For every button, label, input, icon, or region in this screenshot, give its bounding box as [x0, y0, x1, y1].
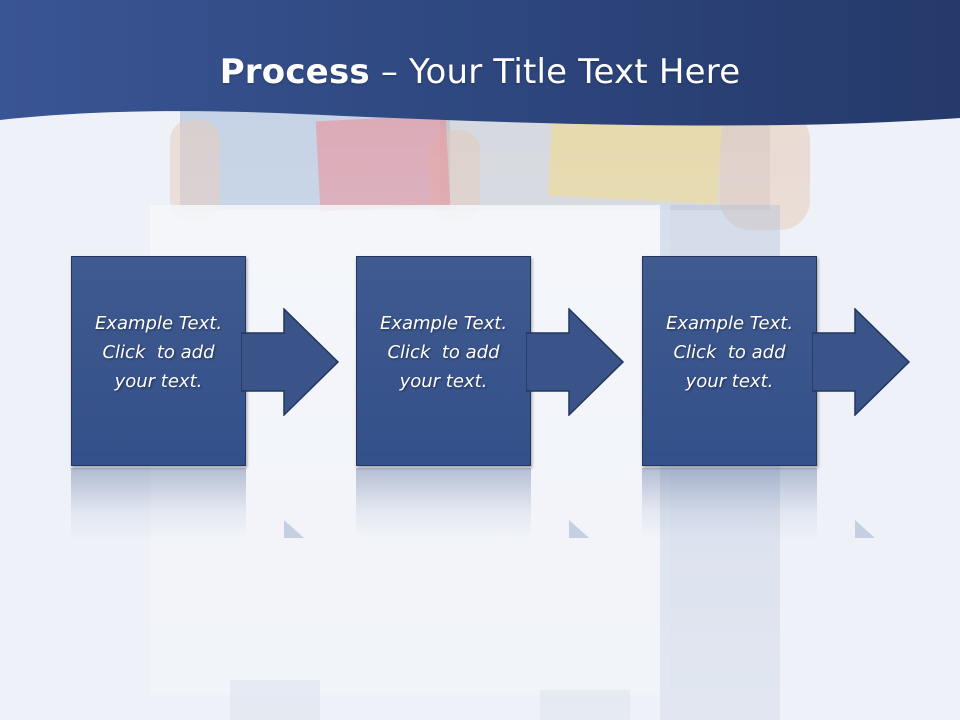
step-reflection — [71, 468, 246, 540]
step-line-1: Example Text. — [379, 313, 508, 334]
right-arrow-icon — [812, 308, 911, 416]
right-arrow-icon — [526, 308, 625, 416]
step-line-3: your text. — [685, 371, 774, 392]
step-line-2: Click to add — [387, 342, 500, 363]
step-line-2: Click to add — [673, 342, 786, 363]
step-reflection — [356, 468, 531, 540]
process-step-1[interactable]: Example Text. Click to add your text. — [71, 256, 340, 466]
step-box — [642, 256, 817, 466]
right-arrow-icon — [241, 308, 340, 416]
step-line-1: Example Text. — [665, 313, 794, 334]
step-reflection — [642, 468, 817, 540]
arrow-reflection — [569, 520, 589, 538]
step-line-3: your text. — [399, 371, 488, 392]
step-line-2: Click to add — [102, 342, 215, 363]
step-line-1: Example Text. — [94, 313, 223, 334]
arrow-reflection — [855, 520, 875, 538]
step-text[interactable]: Example Text. Click to add your text. — [642, 309, 817, 396]
process-step-3[interactable]: Example Text. Click to add your text. — [642, 256, 911, 466]
title-rest: – Your Title Text Here — [369, 52, 741, 92]
header-band — [0, 0, 960, 126]
page-title: Process – Your Title Text Here — [0, 52, 960, 92]
step-box — [71, 256, 246, 466]
arrow-reflection — [284, 520, 304, 538]
step-text[interactable]: Example Text. Click to add your text. — [71, 309, 246, 396]
step-box — [356, 256, 531, 466]
step-text[interactable]: Example Text. Click to add your text. — [356, 309, 531, 396]
process-step-2[interactable]: Example Text. Click to add your text. — [356, 256, 625, 466]
title-bold: Process — [219, 52, 370, 92]
step-line-3: your text. — [114, 371, 203, 392]
